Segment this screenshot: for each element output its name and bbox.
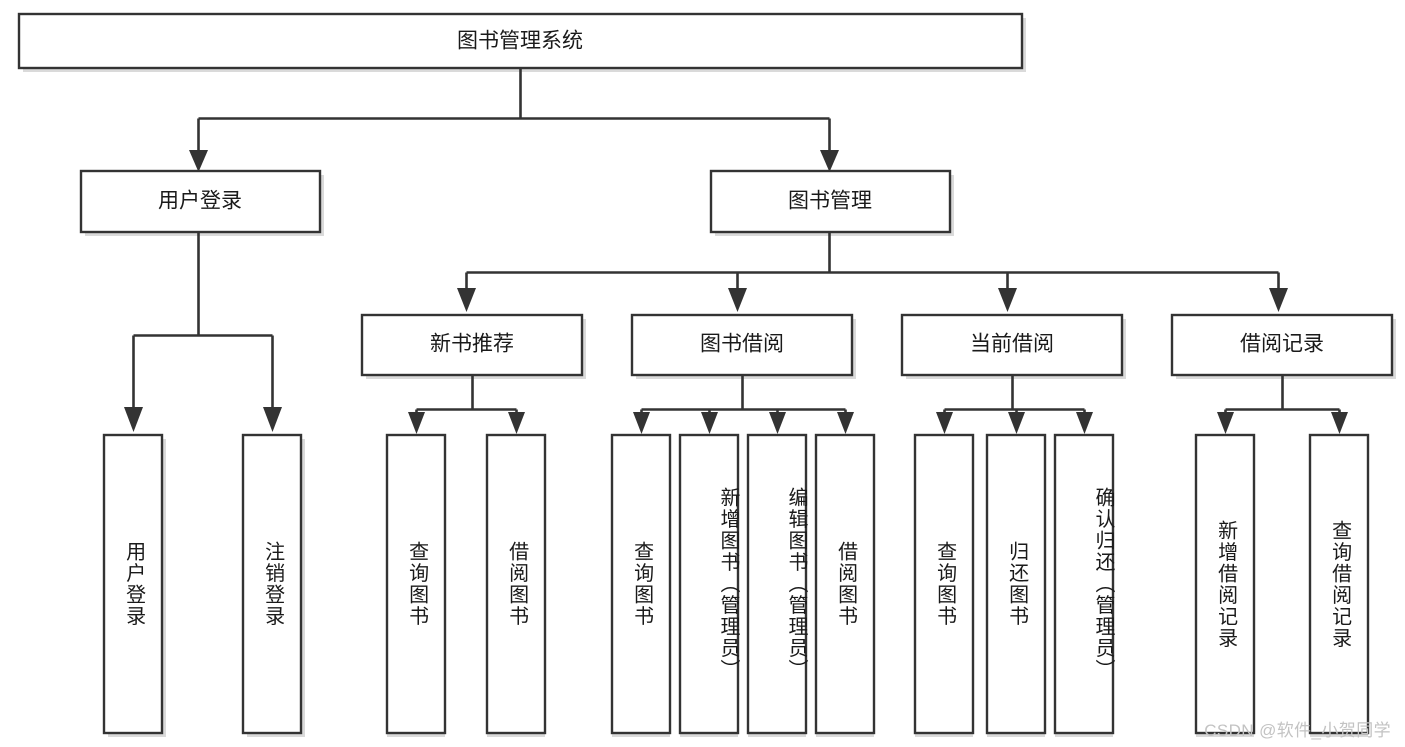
- leaf-box-query-book-1[interactable]: [385, 433, 447, 735]
- node-user-login[interactable]: 用户登录: [79, 169, 322, 234]
- connector-lines: [132, 68, 1341, 417]
- leaf-boxes: [102, 433, 1370, 735]
- leaf-box-confirm-return[interactable]: [1053, 433, 1115, 735]
- node-current-borrow-label: 当前借阅: [970, 333, 1054, 356]
- leaf-box-add-record[interactable]: [1194, 433, 1256, 735]
- node-book-borrow-label: 图书借阅: [700, 333, 784, 356]
- node-book-management[interactable]: 图书管理: [709, 169, 952, 234]
- leaf-box-query-book-3[interactable]: [913, 433, 975, 735]
- node-borrow-record-label: 借阅记录: [1240, 333, 1324, 356]
- leaf-box-user-login[interactable]: [102, 433, 164, 735]
- leaf-box-edit-book[interactable]: [746, 433, 808, 735]
- node-new-book-recommend[interactable]: 新书推荐: [360, 313, 584, 377]
- leaf-box-query-book-2[interactable]: [610, 433, 672, 735]
- node-root-label: 图书管理系统: [457, 30, 583, 53]
- node-current-borrow[interactable]: 当前借阅: [900, 313, 1124, 377]
- leaf-box-return-book[interactable]: [985, 433, 1047, 735]
- node-root[interactable]: 图书管理系统: [17, 12, 1024, 70]
- leaf-box-borrow-book-1[interactable]: [485, 433, 547, 735]
- leaf-box-query-record[interactable]: [1308, 433, 1370, 735]
- csdn-watermark: CSDN @软件_小贺同学: [1204, 721, 1391, 740]
- node-book-borrow[interactable]: 图书借阅: [630, 313, 854, 377]
- node-book-management-label: 图书管理: [788, 190, 872, 213]
- node-new-book-recommend-label: 新书推荐: [430, 333, 514, 356]
- leaf-box-add-book[interactable]: [678, 433, 740, 735]
- leaf-box-logout[interactable]: [241, 433, 303, 735]
- leaf-box-borrow-book-2[interactable]: [814, 433, 876, 735]
- node-user-login-label: 用户登录: [158, 190, 242, 213]
- node-borrow-record[interactable]: 借阅记录: [1170, 313, 1394, 377]
- connector-arrowheads: [124, 150, 1348, 434]
